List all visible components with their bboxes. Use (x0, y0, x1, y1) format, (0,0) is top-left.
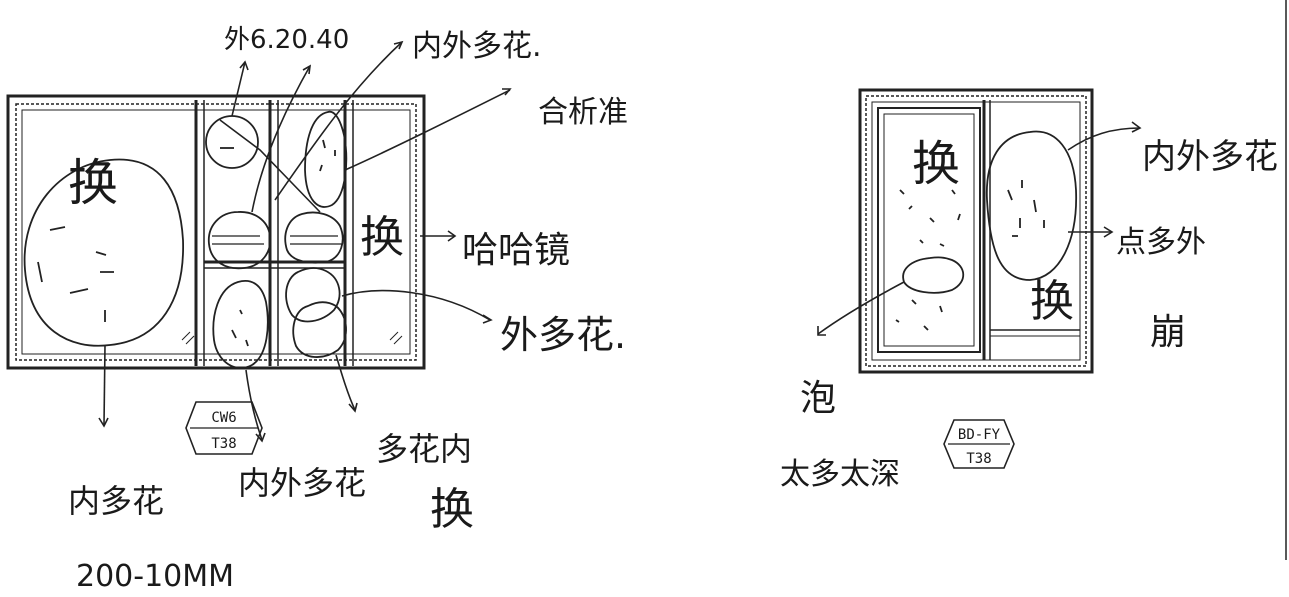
outer-multi-note: 外多花. (500, 313, 626, 357)
left-model-tag: CW6 T38 (185, 401, 263, 455)
left-tag-line1: CW6 (211, 410, 236, 426)
multi-inner-replace: 换 (430, 484, 474, 535)
point-multi-note: 点多外 (1116, 225, 1206, 260)
inner-outer-multi-top: 内外多花. (412, 29, 542, 64)
dimension-note: 200-10MM (76, 559, 234, 594)
bubble-note: 泡 (800, 378, 836, 419)
right-defect-marks (895, 130, 1077, 331)
right-replace-mark-left: 换 (912, 136, 960, 192)
replace-mark-left: 换 (68, 154, 118, 212)
right-tag-line1: BD-FY (958, 427, 1001, 443)
replace-mark-right: 换 (360, 212, 404, 263)
right-replace-mark-right: 换 (1030, 276, 1074, 327)
multi-inner-note: 多花内 (376, 430, 472, 468)
left-leader-lines (98, 40, 512, 443)
right-annotations: 换 内外多花 点多外 崩 换 泡 太多太深 (780, 136, 1278, 492)
left-annotations: 外6.20.40 内外多花. 合析准 换 哈哈镜 外多花. 换 内多花 内外多花… (68, 25, 628, 594)
inner-multi-note: 内多花 (68, 482, 164, 520)
right-leader-lines (817, 121, 1142, 336)
inner-outer-multi-bottom: 内外多花 (238, 464, 366, 502)
right-window-frame (858, 88, 1094, 374)
bubble-note-line2: 太多太深 (780, 457, 900, 492)
alignment-note: 合析准 (538, 95, 628, 130)
spec-note: 外6.20.40 (224, 25, 349, 55)
right-inner-outer-multi: 内外多花 (1142, 137, 1278, 177)
haha-mirror-note: 哈哈镜 (462, 230, 570, 271)
left-defect-marks (23, 110, 348, 369)
point-multi-note-line2: 崩 (1150, 312, 1186, 353)
left-tag-line2: T38 (211, 436, 236, 452)
right-model-tag: BD-FY T38 (943, 419, 1015, 469)
right-tag-line2: T38 (966, 451, 991, 467)
